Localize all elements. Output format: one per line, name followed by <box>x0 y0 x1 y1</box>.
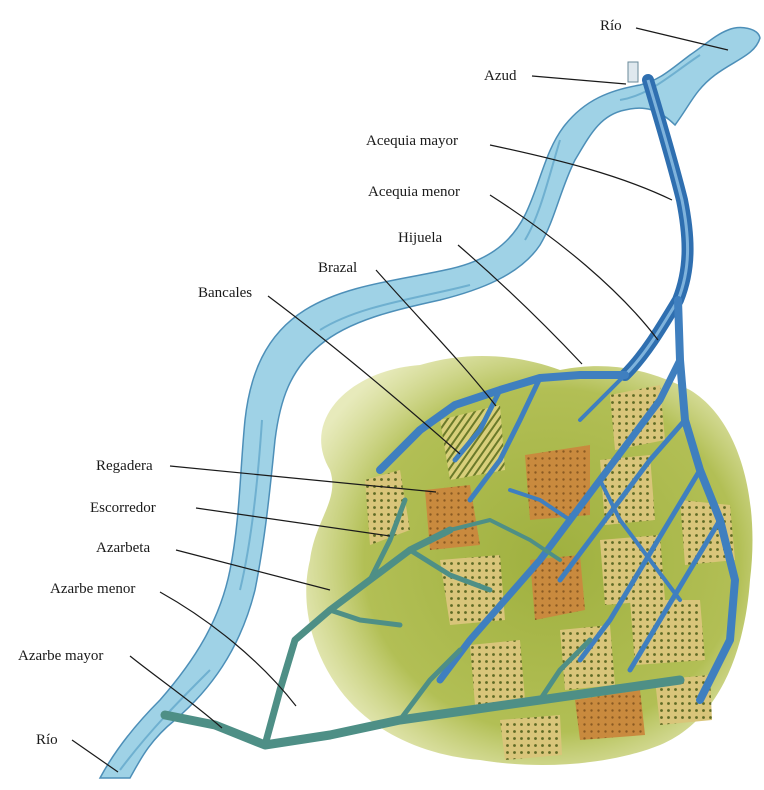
label-regadera: Regadera <box>96 458 153 474</box>
label-brazal: Brazal <box>318 260 357 276</box>
label-azud: Azud <box>484 68 517 84</box>
label-rio-top: Río <box>600 18 622 34</box>
label-bancales: Bancales <box>198 285 252 301</box>
label-azarbe-mayor: Azarbe mayor <box>18 648 103 664</box>
azud-weir <box>628 62 638 82</box>
label-rio-bottom: Río <box>36 732 58 748</box>
label-acequia-menor: Acequia menor <box>368 184 460 200</box>
label-azarbeta: Azarbeta <box>96 540 150 556</box>
label-hijuela: Hijuela <box>398 230 442 246</box>
label-azarbe-menor: Azarbe menor <box>50 581 135 597</box>
label-escorredor: Escorredor <box>90 500 156 516</box>
label-acequia-mayor: Acequia mayor <box>366 133 458 149</box>
